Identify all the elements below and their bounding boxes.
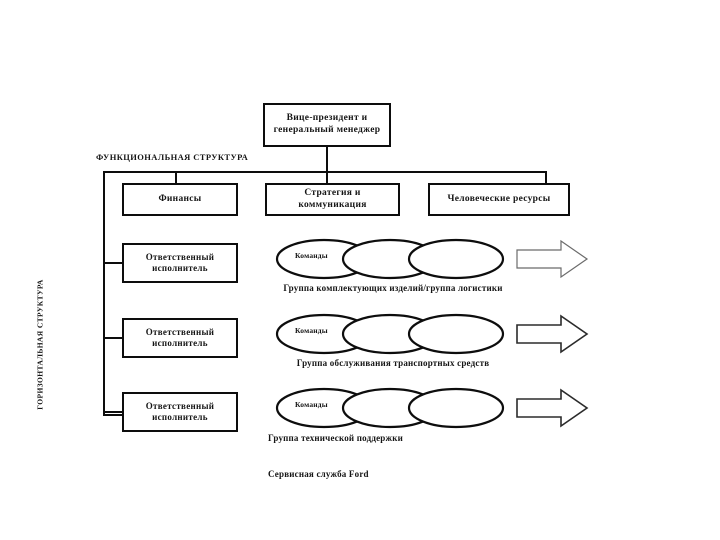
- team-label-3: Команды: [295, 400, 328, 409]
- exec-box-label: Вице-президент и генеральный менеджер: [273, 113, 381, 135]
- team-label-1: Команды: [295, 251, 328, 260]
- team-label-2: Команды: [295, 326, 328, 335]
- connector-trunk-cap: [103, 414, 123, 416]
- connector-drop-strategy: [326, 171, 328, 183]
- responsible-executor-box-1: Ответственный исполнитель: [122, 243, 238, 283]
- functional-box-finance: Финансы: [122, 183, 238, 216]
- connector-stub-executor-3: [103, 411, 123, 413]
- functional-box-strategy: Стратегия и коммуникация: [265, 183, 400, 216]
- block-arrow-1: [515, 238, 589, 280]
- right-arrow-icon-3: [516, 388, 589, 428]
- team-ellipse-group-2: Команды: [275, 313, 505, 355]
- responsible-executor-box-2: Ответственный исполнитель: [122, 318, 238, 358]
- responsible-executor-label-3: Ответственный исполнитель: [145, 400, 215, 422]
- right-arrow-icon-1: [516, 239, 589, 279]
- block-arrow-2: [515, 313, 589, 355]
- exec-box: Вице-президент и генеральный менеджер: [263, 103, 391, 147]
- horizontal-structure-label: ГОРИЗОНТАЛЬНАЯ СТРУКТУРА: [35, 279, 45, 410]
- connector-stub-executor-2: [103, 337, 123, 339]
- footer-note: Сервисная служба Ford: [268, 469, 369, 479]
- team-ellipse-group-1: Команды: [275, 238, 505, 280]
- connector-drop-finance: [175, 171, 177, 183]
- functional-box-hr-label: Человеческие ресурсы: [447, 193, 551, 204]
- block-arrow-3: [515, 387, 589, 429]
- connector-stub-executor-1: [103, 262, 123, 264]
- functional-box-finance-label: Финансы: [158, 193, 202, 204]
- team-ellipse-group-3: Команды: [275, 387, 505, 429]
- team-group-caption-3: Группа технической поддержки: [268, 433, 403, 443]
- team-ellipses-icon-3: [275, 387, 505, 429]
- responsible-executor-label-1: Ответственный исполнитель: [145, 251, 215, 273]
- connector-drop-hr: [545, 171, 547, 183]
- team-ellipses-icon-1: [275, 238, 505, 280]
- responsible-executor-box-3: Ответственный исполнитель: [122, 392, 238, 432]
- connector-horizontal-trunk: [103, 171, 105, 416]
- connector-functional-bar: [103, 171, 547, 173]
- functional-structure-label: ФУНКЦИОНАЛЬНАЯ СТРУКТУРА: [96, 152, 249, 162]
- functional-box-strategy-label: Стратегия и коммуникация: [298, 187, 367, 210]
- connector-exec-stem: [326, 147, 328, 172]
- team-group-caption-2: Группа обслуживания транспортных средств: [296, 358, 490, 368]
- responsible-executor-label-2: Ответственный исполнитель: [145, 326, 215, 348]
- team-ellipses-icon-2: [275, 313, 505, 355]
- right-arrow-icon-2: [516, 314, 589, 354]
- team-group-caption-1: Группа комплектующих изделий/группа логи…: [283, 283, 503, 293]
- functional-box-hr: Человеческие ресурсы: [428, 183, 570, 216]
